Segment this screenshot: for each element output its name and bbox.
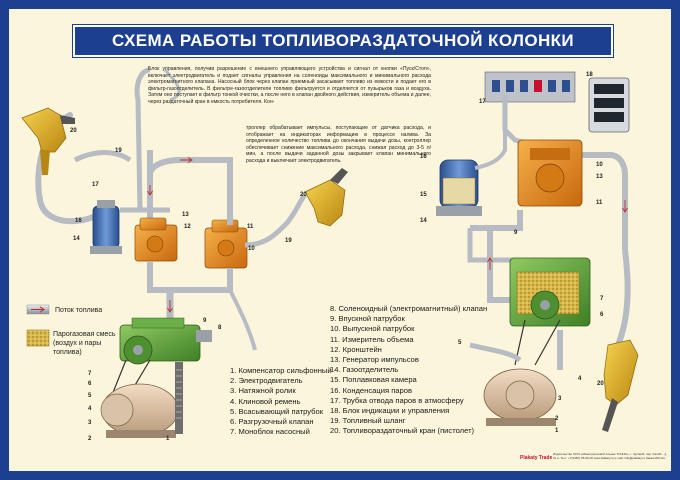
svg-text:5: 5 [88,393,92,399]
svg-text:9: 9 [514,230,518,236]
svg-text:3: 3 [558,396,562,402]
title-banner: СХЕМА РАБОТЫ ТОПЛИВОРАЗДАТОЧНОЙ КОЛОНКИ [72,24,614,58]
svg-text:18: 18 [586,72,593,78]
svg-text:6: 6 [600,312,604,318]
svg-text:6: 6 [88,381,92,387]
parts-item: 2. Электродвигатель [230,376,303,386]
svg-text:4: 4 [88,406,92,412]
parts-item: 12. Кронштейн [330,344,382,354]
parts-item: 14. Газоотделитель [330,365,399,375]
svg-text:4: 4 [578,376,582,382]
svg-text:13: 13 [596,174,603,180]
pump-monoblock-7-right [509,257,591,327]
svg-text:8: 8 [218,325,222,331]
parts-item: 4. Клиновой ремень [230,396,301,406]
parts-item: 19. Топливный шланг [330,416,406,426]
svg-text:10: 10 [596,162,603,168]
parts-item: 7. Моноблок насосный [230,427,310,437]
filter-16-left [90,200,122,254]
meter-11-orange [517,139,583,207]
svg-text:5: 5 [458,340,462,346]
electric-motor-2 [100,383,179,438]
svg-text:20: 20 [597,381,604,387]
svg-text:19: 19 [115,148,122,154]
svg-text:16: 16 [75,218,82,224]
description-top: Блок управления, получив разрешение с вн… [148,66,431,105]
control-board-18 [484,71,576,103]
svg-text:16: 16 [420,154,427,160]
parts-item: 1. Компенсатор сильфонный [230,366,332,375]
nozzle-20-left [21,107,75,175]
page-title: СХЕМА РАБОТЫ ТОПЛИВОРАЗДАТОЧНОЙ КОЛОНКИ [111,31,575,50]
right-assembly [436,71,639,432]
parts-item: 15. Поплавковая камера [330,375,417,385]
svg-text:2: 2 [555,416,559,422]
parts-item: 5. Всасывающий патрубок [230,406,324,416]
svg-text:14: 14 [73,236,80,242]
svg-text:1: 1 [166,436,170,442]
hose-19-right [615,249,631,347]
svg-text:7: 7 [600,296,604,302]
flow-arrow-icon [26,304,50,315]
svg-text:19: 19 [285,238,292,244]
svg-text:15: 15 [420,192,427,198]
svg-text:3: 3 [88,420,92,426]
parts-item: 18. Блок индикации и управления [330,406,450,416]
svg-text:14: 14 [420,218,427,224]
filter-16-right [436,120,507,216]
svg-text:1: 1 [555,428,559,434]
support-rod [175,362,183,434]
diagram: 20 19 17 16 14 13 12 11 10 9 8 7 6 5 4 3… [21,67,639,442]
parts-item: 20. Топливораздаточный кран (пистолет) [330,426,475,436]
legend-flow-label: Поток топлива [55,307,103,314]
nozzle-20-right [304,168,348,227]
parts-item: 10. Выпускной патрубок [330,324,415,334]
parts-item: 16. Конденсация паров [330,385,413,395]
svg-text:20: 20 [70,128,77,134]
svg-text:17: 17 [92,182,99,188]
legend [26,304,50,347]
parts-list-left: 1. Компенсатор сильфонный 2. Электродвиг… [230,366,332,437]
parts-item: 3. Натяжной ролик [230,386,296,396]
nozzle-20-right-assembly [602,339,639,432]
parts-list-right: 8. Соленоидный (электромагнитный) клапан… [330,304,487,437]
display-unit-18 [588,77,630,133]
pump-block-13 [134,217,178,262]
svg-text:10: 10 [248,246,255,252]
svg-text:7: 7 [88,371,92,377]
parts-item: 8. Соленоидный (электромагнитный) клапан [330,304,488,313]
svg-text:12: 12 [184,224,191,230]
svg-text:20: 20 [300,192,307,198]
parts-item: 17. Трубка отвода паров в атмосферу [330,395,464,405]
svg-text:9: 9 [203,318,207,324]
parts-item: 11. Измеритель объема [330,334,414,344]
svg-text:2: 2 [88,436,92,442]
svg-text:17: 17 [479,99,486,105]
publisher-footnote: Издательство ООО «Межотраслевой Альянс Т… [553,452,668,460]
svg-text:11: 11 [596,200,603,206]
vapor-swatch-icon [26,329,50,347]
description-continued: троллер обрабатывает импульсы, поступающ… [246,125,431,164]
svg-text:11: 11 [247,224,254,230]
legend-vapor-label: Парогазовая смесь (воздух и пары топлива… [53,331,116,356]
vapor-tube-17 [134,67,151,211]
pump-block-12 [204,219,248,269]
parts-item: 13. Генератор импульсов [330,355,419,365]
publisher-brand: Plakaty Trade [520,455,553,461]
flow-arrows [147,157,628,313]
pump-monoblock-7 [119,317,212,365]
parts-item: 6. Разгрузочный клапан [230,417,314,427]
parts-item: 9. Впускной патрубок [330,314,405,324]
svg-text:13: 13 [182,212,189,218]
electric-motor-2-right [483,368,557,426]
callout-numbers: 20 19 17 16 14 13 12 11 10 9 8 7 6 5 4 3… [70,72,604,442]
